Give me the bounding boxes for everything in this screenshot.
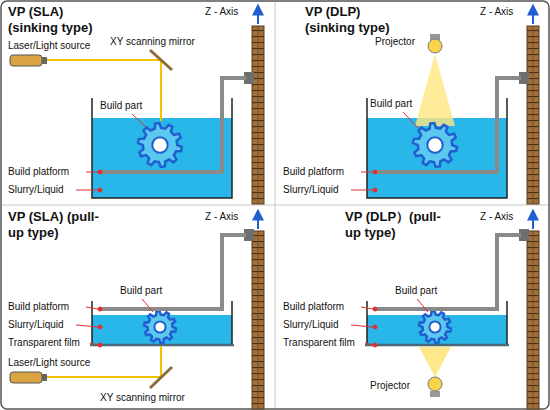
z-arrow: [257, 6, 259, 24]
light-cone: [415, 54, 455, 126]
gear-part: [419, 311, 451, 343]
leader-line: [98, 170, 102, 174]
part-label: Projector: [375, 36, 415, 48]
part-label: XY scanning mirror: [100, 392, 185, 404]
leader-line: [86, 172, 98, 173]
part-label: XY scanning mirror: [110, 36, 195, 48]
axis-label: Z - Axis: [205, 211, 238, 223]
platform-arm: [100, 78, 246, 172]
leader-line: [373, 307, 377, 311]
leader-line: [351, 325, 373, 327]
leader-line: [132, 114, 146, 127]
platform-arm: [100, 235, 246, 309]
dlp-pullup-panel: [351, 211, 539, 409]
leader-line: [351, 299, 428, 347]
z-rail: [527, 26, 539, 204]
part-label: Projector: [370, 380, 410, 392]
axis-label: Z - Axis: [480, 6, 513, 18]
part-label: Slurry/Liquid: [283, 319, 339, 331]
leader-line: [373, 343, 377, 347]
part-label: Build platform: [8, 166, 69, 178]
laser-beam: [47, 60, 161, 121]
leader-line: [98, 343, 102, 347]
platform-arm: [375, 78, 521, 172]
part-label: Slurry/Liquid: [8, 319, 64, 331]
divider: [2, 205, 548, 206]
panel-title: VP (DLP）(pull-up type): [345, 209, 445, 241]
leader-line: [373, 188, 377, 192]
panel-title: VP (DLP) (sinking type): [305, 4, 405, 36]
liquid: [92, 118, 232, 198]
part-label: Build platform: [283, 301, 344, 313]
light-cone: [419, 347, 451, 377]
laser-source: [10, 55, 42, 66]
dlp-sinking-panel: [351, 6, 539, 204]
leader-line: [76, 299, 153, 347]
leader-line: [98, 188, 102, 192]
projector-bulb: [428, 377, 442, 391]
leader-line: [76, 114, 146, 192]
leader-line: [98, 325, 102, 329]
projector-base: [430, 391, 440, 397]
laser-nozzle: [42, 57, 47, 64]
laser-nozzle: [42, 374, 47, 381]
leader-line: [361, 172, 373, 173]
leader-line: [373, 170, 377, 174]
part-label: Transparent film: [8, 337, 80, 349]
transparent-film: [365, 344, 509, 347]
part-label: Laser/Light source: [8, 40, 90, 52]
part-label: Build part: [395, 285, 437, 297]
laser-source: [10, 372, 42, 383]
part-label: Build part: [120, 285, 162, 297]
leader-line: [76, 190, 98, 191]
leader-line: [365, 343, 373, 345]
part-label: Laser/Light source: [8, 357, 90, 369]
leader-line: [76, 325, 98, 327]
part-label: Build platform: [283, 166, 344, 178]
part-label: Build platform: [8, 301, 69, 313]
z-rail: [252, 26, 264, 204]
leader-line: [373, 325, 377, 329]
part-label: Transparent film: [283, 337, 355, 349]
gear-part: [144, 311, 176, 343]
panel-title: VP (SLA) (sinking type): [8, 4, 108, 36]
leader-line: [86, 307, 98, 309]
leader-line: [98, 307, 102, 311]
z-rail: [527, 231, 539, 409]
axis-label: Z - Axis: [480, 211, 513, 223]
z-arrow: [532, 6, 534, 24]
projector-bulb: [428, 39, 442, 53]
leader-line: [417, 299, 428, 312]
z-arrow: [257, 211, 259, 229]
scan-mirror: [150, 367, 172, 388]
leader-line: [351, 190, 373, 191]
leader-line: [351, 112, 418, 192]
gear-part: [138, 123, 182, 167]
scan-mirror: [150, 50, 172, 70]
gear-part: [413, 123, 457, 167]
leader-line: [361, 307, 373, 309]
part-label: Build part: [370, 98, 412, 110]
z-rail: [252, 231, 264, 409]
leader-line: [142, 299, 153, 312]
axis-label: Z - Axis: [205, 6, 238, 18]
platform-arm: [375, 235, 521, 309]
part-label: Build part: [100, 100, 142, 112]
leader-line: [403, 112, 418, 128]
transparent-film: [90, 344, 234, 347]
part-label: Slurry/Liquid: [283, 184, 339, 196]
part-label: Slurry/Liquid: [8, 184, 64, 196]
panel-title: VP (SLA) (pull-up type): [8, 209, 108, 241]
z-arrow: [532, 211, 534, 229]
leader-line: [90, 343, 98, 345]
liquid: [367, 118, 507, 198]
